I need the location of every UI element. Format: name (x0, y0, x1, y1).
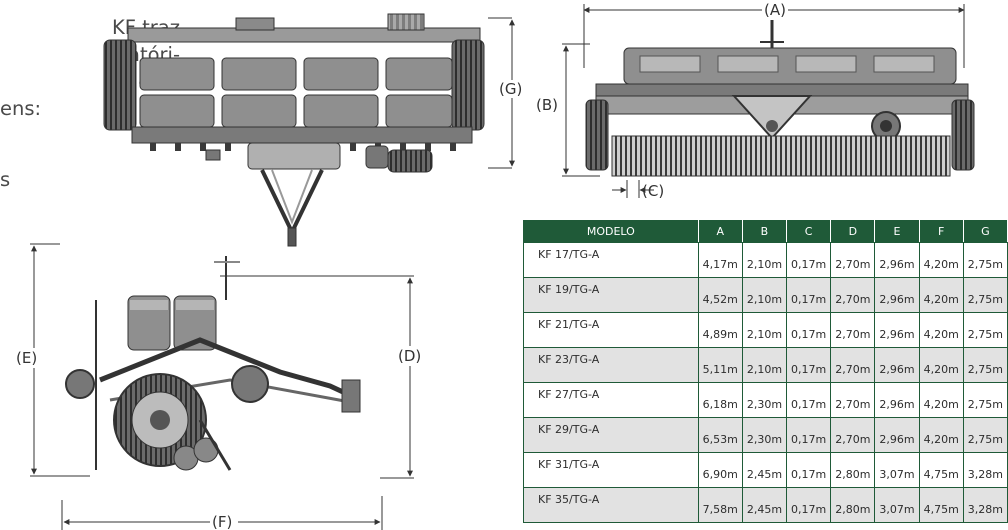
cell-c: 0,17m (786, 487, 832, 523)
cell-g: 2,75m (962, 277, 1008, 313)
cell-f: 4,75m (918, 487, 964, 523)
cell-b: 2,30m (741, 417, 788, 453)
cell-model: KF 17/TG-A (523, 242, 699, 278)
cell-b: 2,10m (741, 312, 788, 348)
cell-model: KF 31/TG-A (523, 452, 699, 488)
cell-d: 2,70m (830, 347, 876, 383)
cell-g: 3,28m (962, 487, 1008, 523)
header-e: E (874, 220, 920, 243)
cell-model: KF 29/TG-A (523, 417, 699, 453)
table-header-row: MODELO A B C D E F G (523, 220, 1008, 243)
cell-c: 0,17m (786, 347, 832, 383)
front-view-drawing: (A) ( (534, 1, 975, 200)
cell-b: 2,45m (741, 452, 788, 488)
cell-a: 4,17m (697, 242, 743, 278)
text-line-4: ens: (0, 97, 42, 120)
cell-a: 6,53m (697, 417, 743, 453)
cell-f: 4,20m (918, 312, 964, 348)
cell-e: 3,07m (874, 487, 920, 523)
cell-f: 4,20m (918, 277, 964, 313)
top-view-drawing: (G) (103, 13, 522, 247)
dim-label-c: (C) (642, 182, 664, 200)
cell-f: 4,20m (918, 347, 964, 383)
cell-e: 2,96m (874, 312, 920, 348)
cell-d: 2,70m (830, 417, 876, 453)
cell-model: KF 21/TG-A (523, 312, 699, 348)
header-g: G (962, 220, 1008, 243)
cell-a: 5,11m (697, 347, 743, 383)
text-line-5: s (0, 168, 11, 191)
cell-c: 0,17m (786, 382, 832, 418)
dim-label-f: (F) (212, 513, 232, 530)
cell-g: 3,28m (962, 452, 1008, 488)
cell-e: 3,07m (874, 452, 920, 488)
cell-a: 7,58m (697, 487, 743, 523)
cell-g: 2,75m (962, 347, 1008, 383)
cell-e: 2,96m (874, 382, 920, 418)
dim-label-b: (B) (536, 96, 558, 114)
cell-e: 2,96m (874, 277, 920, 313)
table-row: KF 27/TG-A 6,18m 2,30m 0,17m 2,70m 2,96m… (523, 382, 1008, 418)
table-row: KF 19/TG-A 4,52m 2,10m 0,17m 2,70m 2,96m… (523, 277, 1008, 313)
cell-g: 2,75m (962, 242, 1008, 278)
cell-c: 0,17m (786, 452, 832, 488)
dim-label-a: (A) (764, 1, 786, 19)
cell-b: 2,10m (741, 277, 788, 313)
cell-g: 2,75m (962, 382, 1008, 418)
table-row: KF 17/TG-A 4,17m 2,10m 0,17m 2,70m 2,96m… (523, 242, 1008, 278)
dim-label-g: (G) (499, 80, 522, 98)
cell-c: 0,17m (786, 242, 832, 278)
header-f: F (918, 220, 964, 243)
table-row: KF 35/TG-A 7,58m 2,45m 0,17m 2,80m 3,07m… (523, 487, 1008, 523)
cell-a: 4,52m (697, 277, 743, 313)
cell-g: 2,75m (962, 312, 1008, 348)
cell-a: 4,89m (697, 312, 743, 348)
cell-c: 0,17m (786, 417, 832, 453)
cell-d: 2,80m (830, 487, 876, 523)
header-a: A (697, 220, 743, 243)
cell-model: KF 35/TG-A (523, 487, 699, 523)
cell-e: 2,96m (874, 417, 920, 453)
cell-c: 0,17m (786, 277, 832, 313)
cell-d: 2,70m (830, 312, 876, 348)
cell-b: 2,10m (741, 242, 788, 278)
dim-label-d: (D) (398, 347, 421, 365)
cell-f: 4,20m (918, 417, 964, 453)
cell-d: 2,70m (830, 277, 876, 313)
table-row: KF 21/TG-A 4,89m 2,10m 0,17m 2,70m 2,96m… (523, 312, 1008, 348)
cell-f: 4,75m (918, 452, 964, 488)
cell-e: 2,96m (874, 242, 920, 278)
cell-model: KF 19/TG-A (523, 277, 699, 313)
header-b: B (741, 220, 788, 243)
cell-c: 0,17m (786, 312, 832, 348)
cell-b: 2,10m (741, 347, 788, 383)
cell-a: 6,90m (697, 452, 743, 488)
side-view-drawing: (E) (D) (F) (14, 243, 424, 530)
cell-b: 2,45m (741, 487, 788, 523)
cell-g: 2,75m (962, 417, 1008, 453)
spec-table: MODELO A B C D E F G KF 17/TG-A 4,17m 2,… (523, 220, 1008, 523)
cell-b: 2,30m (741, 382, 788, 418)
header-c: C (786, 220, 832, 243)
cell-d: 2,70m (830, 382, 876, 418)
cell-e: 2,96m (874, 347, 920, 383)
header-d: D (830, 220, 876, 243)
cell-a: 6,18m (697, 382, 743, 418)
cell-f: 4,20m (918, 382, 964, 418)
table-row: KF 29/TG-A 6,53m 2,30m 0,17m 2,70m 2,96m… (523, 417, 1008, 453)
table-row: KF 23/TG-A 5,11m 2,10m 0,17m 2,70m 2,96m… (523, 347, 1008, 383)
cell-f: 4,20m (918, 242, 964, 278)
dim-label-e: (E) (16, 349, 37, 367)
header-modelo: MODELO (523, 220, 699, 243)
table-row: KF 31/TG-A 6,90m 2,45m 0,17m 2,80m 3,07m… (523, 452, 1008, 488)
cell-model: KF 23/TG-A (523, 347, 699, 383)
cell-model: KF 27/TG-A (523, 382, 699, 418)
cell-d: 2,70m (830, 242, 876, 278)
cell-d: 2,80m (830, 452, 876, 488)
